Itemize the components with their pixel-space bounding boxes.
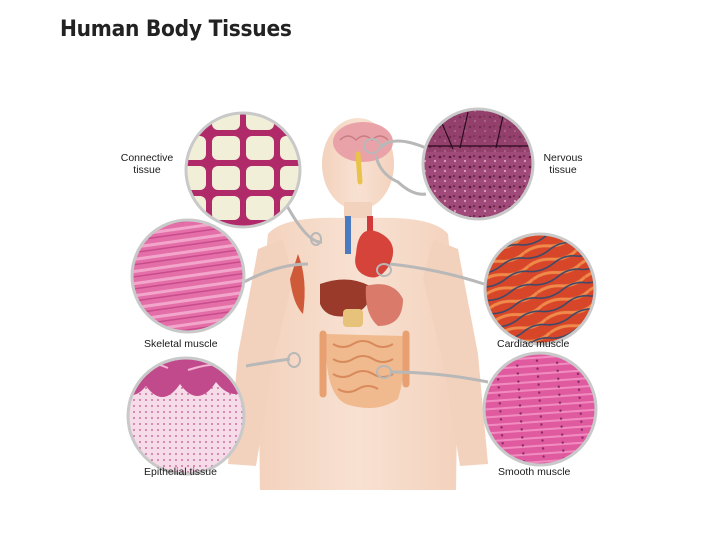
epithelial-tissue-label: Epithelial tissue xyxy=(144,466,217,478)
connective-tissue-label: Connective tissue xyxy=(120,152,174,176)
nervous-tissue-label: Nervous tissue xyxy=(543,152,583,176)
skeletal-muscle-sample xyxy=(130,218,246,334)
brain-organ xyxy=(333,122,393,185)
connector-lines xyxy=(243,138,489,384)
connective-tissue-sample xyxy=(184,111,302,229)
smooth-muscle-label: Smooth muscle xyxy=(498,466,571,478)
diagram-canvas xyxy=(126,107,598,490)
page-title: Human Body Tissues xyxy=(60,17,292,42)
cardiac-muscle-label: Cardiac muscle xyxy=(497,338,570,350)
cardiac-muscle-sample xyxy=(483,232,597,346)
digestive-organs xyxy=(319,279,410,408)
heart-organ xyxy=(345,216,394,278)
tissue-diagram: Connective tissue Nervous tissue Skeleta… xyxy=(108,104,608,490)
skeletal-muscle-label: Skeletal muscle xyxy=(144,338,218,350)
smooth-muscle-sample xyxy=(482,351,598,467)
nervous-tissue-sample xyxy=(421,107,535,221)
arm-muscle xyxy=(290,254,305,314)
